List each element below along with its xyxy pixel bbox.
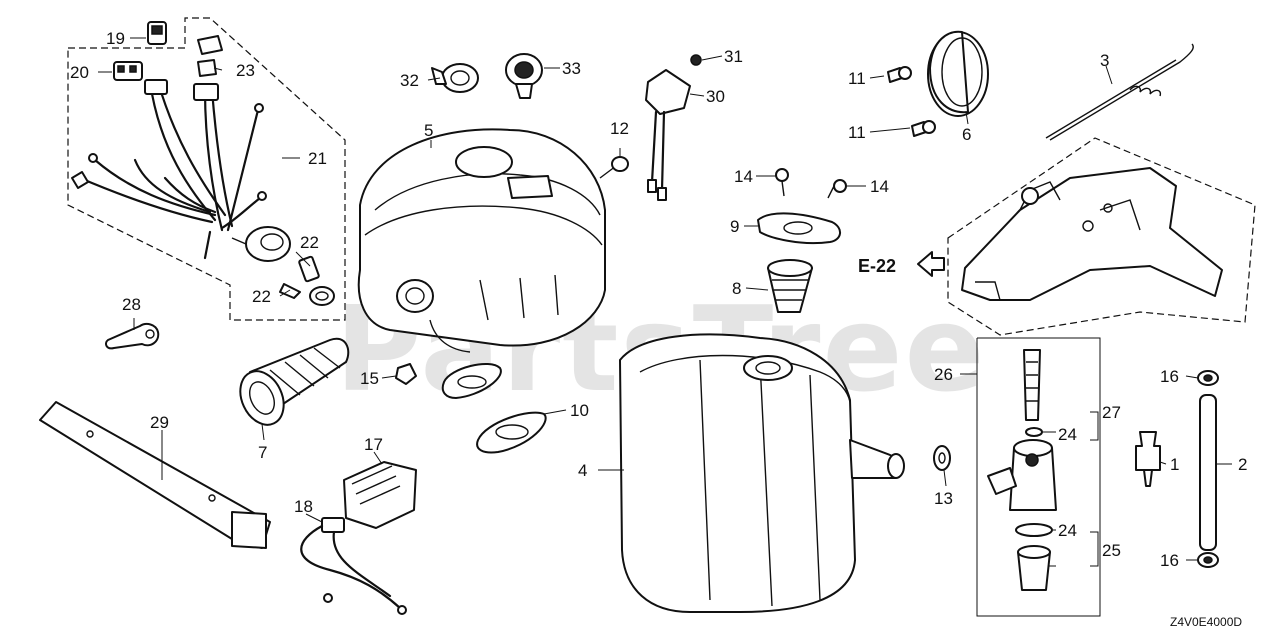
fuel-valve-part [987, 439, 1057, 511]
ignition-switch-part [231, 226, 291, 262]
callout-5: 5 [424, 121, 433, 140]
fuse-holder-part [147, 21, 167, 45]
callout-8: 8 [732, 279, 741, 298]
callout-19: 19 [106, 29, 125, 48]
governor-assembly-part [961, 167, 1223, 301]
callout-20: 20 [70, 63, 89, 82]
tube-clip-part [1197, 370, 1219, 386]
callout-26: 26 [934, 365, 953, 384]
callout-24b: 24 [1058, 521, 1077, 540]
fuel-strainer-screen-part [1023, 349, 1041, 421]
callout-28: 28 [122, 295, 141, 314]
callout-18: 18 [294, 497, 313, 516]
callout-13: 13 [934, 489, 953, 508]
callout-11a: 11 [848, 69, 866, 88]
flange-bolt-part [395, 363, 417, 385]
callout-31: 31 [724, 47, 743, 66]
reference-arrow [917, 251, 945, 277]
governor-group-boundary [947, 137, 1256, 336]
tank-filter-part [767, 259, 813, 313]
wiring-harness-part [71, 79, 267, 260]
screw-part [887, 66, 912, 83]
callout-10: 10 [570, 401, 589, 420]
callout-32: 32 [400, 71, 419, 90]
fuel-joint-part [1135, 431, 1161, 487]
recoil-cover-part [927, 30, 989, 117]
callout-24a: 24 [1058, 425, 1077, 444]
callout-16b: 16 [1160, 551, 1179, 570]
callout-33: 33 [562, 59, 581, 78]
callout-27: 27 [1102, 403, 1121, 422]
ground-terminal-part [105, 323, 160, 350]
valve-group-boundary [976, 337, 1101, 617]
harness-group-boundary [67, 17, 346, 321]
callout-21: 21 [308, 149, 327, 168]
callout-25: 25 [1102, 541, 1121, 560]
callout-30: 30 [706, 87, 725, 106]
fuel-strainer-part [239, 337, 350, 426]
callout-22b: 22 [252, 287, 271, 306]
fuel-line [429, 319, 471, 353]
callout-17: 17 [364, 435, 383, 454]
retainer-clip-part [279, 255, 335, 306]
fuel-cup-part [1017, 545, 1051, 591]
bolt-part [775, 168, 789, 197]
washer-part [933, 445, 951, 471]
callout-6: 6 [962, 125, 971, 144]
diagram-code: Z4V0E4000D [1170, 615, 1242, 629]
nut-part [690, 54, 702, 66]
callout-7: 7 [258, 443, 267, 462]
tube-clip-part [1197, 552, 1219, 568]
callout-12: 12 [610, 119, 629, 138]
callout-4: 4 [578, 461, 587, 480]
o-ring-part [1015, 523, 1053, 537]
voltage-regulator-part [343, 461, 417, 529]
sub-harness-part [300, 517, 407, 615]
fuel-tank-part [357, 128, 606, 347]
reference-label: E-22 [858, 256, 896, 276]
callout-2: 2 [1238, 455, 1247, 474]
control-rod-part [1045, 43, 1194, 141]
callout-23: 23 [236, 61, 255, 80]
muffler-protector-part [619, 333, 905, 613]
bolt-part [599, 156, 629, 179]
callout-9: 9 [730, 217, 739, 236]
callout-15: 15 [360, 369, 379, 388]
callout-1: 1 [1170, 455, 1179, 474]
callout-22a: 22 [300, 233, 319, 252]
connector-part [113, 61, 143, 81]
leader-lines [98, 37, 1232, 567]
screw-part [911, 120, 936, 137]
gasket-part [757, 212, 841, 245]
fuse-part [197, 35, 223, 77]
cable-clamp-part [431, 63, 479, 93]
muffler-gasket-part [441, 363, 547, 454]
o-ring-part [1025, 427, 1043, 437]
fuel-tube-part [1199, 394, 1217, 551]
bolt-part [827, 179, 847, 199]
callout-14b: 14 [870, 177, 889, 196]
callout-3: 3 [1100, 51, 1109, 70]
callout-11b: 11 [848, 123, 866, 142]
spark-plug-wrench-part [39, 401, 271, 549]
callout-16a: 16 [1160, 367, 1179, 386]
callout-14a: 14 [734, 167, 753, 186]
callout-29: 29 [150, 413, 169, 432]
oil-alert-unit-part [645, 69, 691, 201]
hose-clamp-part [505, 53, 543, 99]
